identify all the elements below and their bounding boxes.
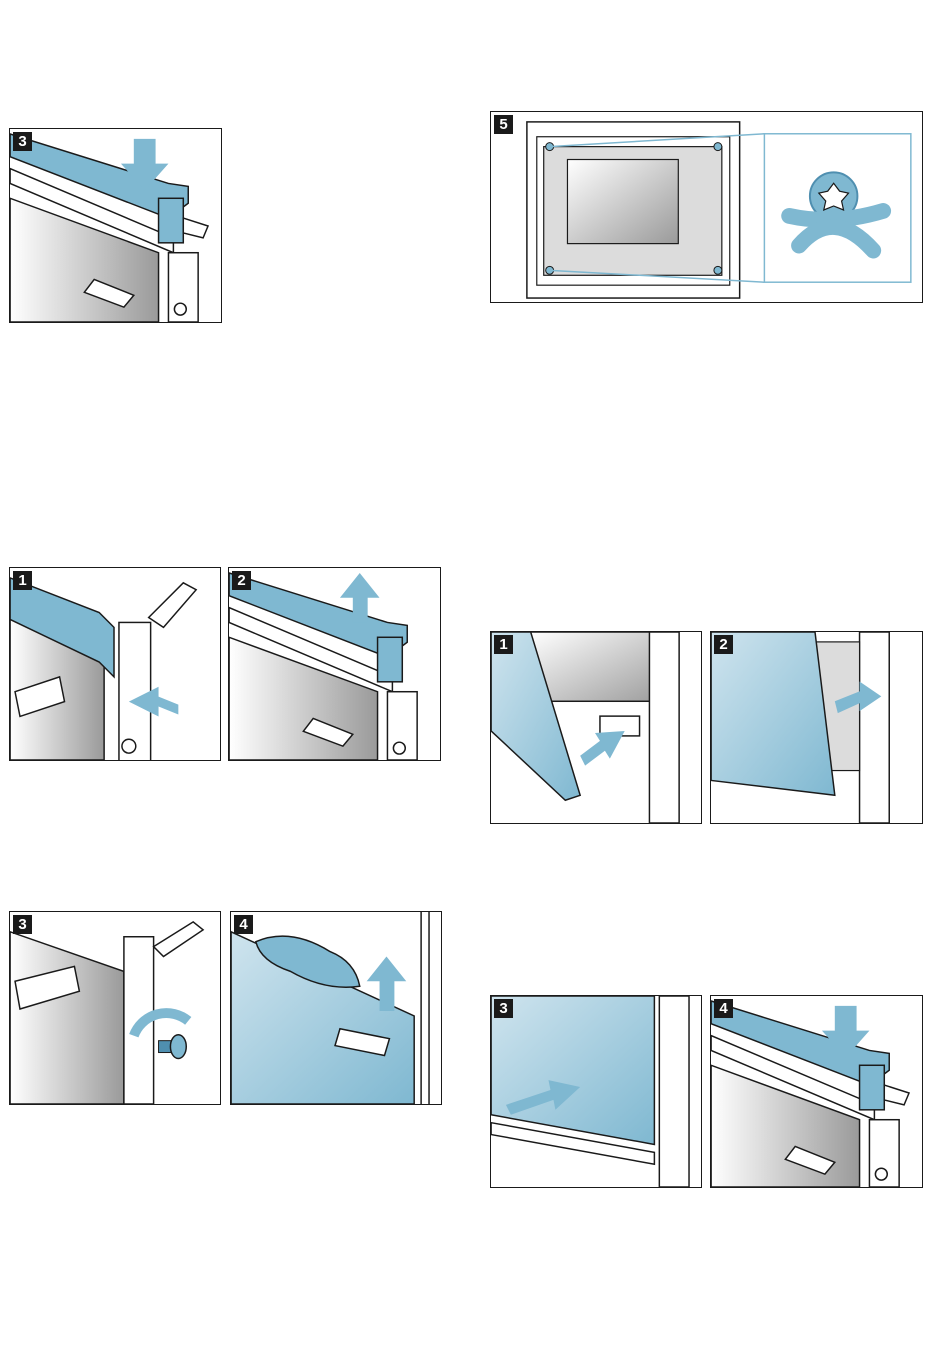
step-badge: 4	[714, 999, 733, 1018]
glass-slide-illustration	[491, 996, 701, 1187]
glass-push-illustration	[711, 632, 922, 823]
figure-door-clip-press-in: 1	[9, 567, 221, 761]
step-badge: 3	[13, 915, 32, 934]
figure-oven-front-screws-detail: 5	[490, 111, 923, 303]
door-strip-lift-illustration	[229, 568, 440, 760]
figure-glass-slide-in: 3	[490, 995, 702, 1188]
screw-icon	[159, 1035, 187, 1059]
figure-door-screw-unscrew: 3	[9, 911, 221, 1105]
figure-glass-insert-bottom-holder: 1	[490, 631, 702, 824]
arrow-up-right-icon	[580, 731, 625, 766]
step-badge: 5	[494, 115, 513, 134]
step-badge: 2	[232, 571, 251, 590]
oven-front-illustration	[491, 112, 922, 302]
door-clip-illustration	[10, 568, 220, 760]
glass-cloth-illustration	[231, 912, 441, 1104]
door-screw-illustration	[10, 912, 220, 1104]
figure-door-strip-press-down-final: 4	[710, 995, 923, 1188]
figure-door-glass-remove-with-cloth: 4	[230, 911, 442, 1105]
step-badge: 1	[494, 635, 513, 654]
figure-door-strip-press-down: 3	[9, 128, 222, 323]
step-badge: 3	[494, 999, 513, 1018]
door-strip-final-illustration	[711, 996, 922, 1187]
step-badge: 2	[714, 635, 733, 654]
step-badge: 3	[13, 132, 32, 151]
step-badge: 4	[234, 915, 253, 934]
door-strip-illustration	[10, 129, 221, 322]
step-badge: 1	[13, 571, 32, 590]
glass-insert-illustration	[491, 632, 701, 823]
figure-glass-push-into-holder: 2	[710, 631, 923, 824]
figure-door-strip-lift-off: 2	[228, 567, 441, 761]
